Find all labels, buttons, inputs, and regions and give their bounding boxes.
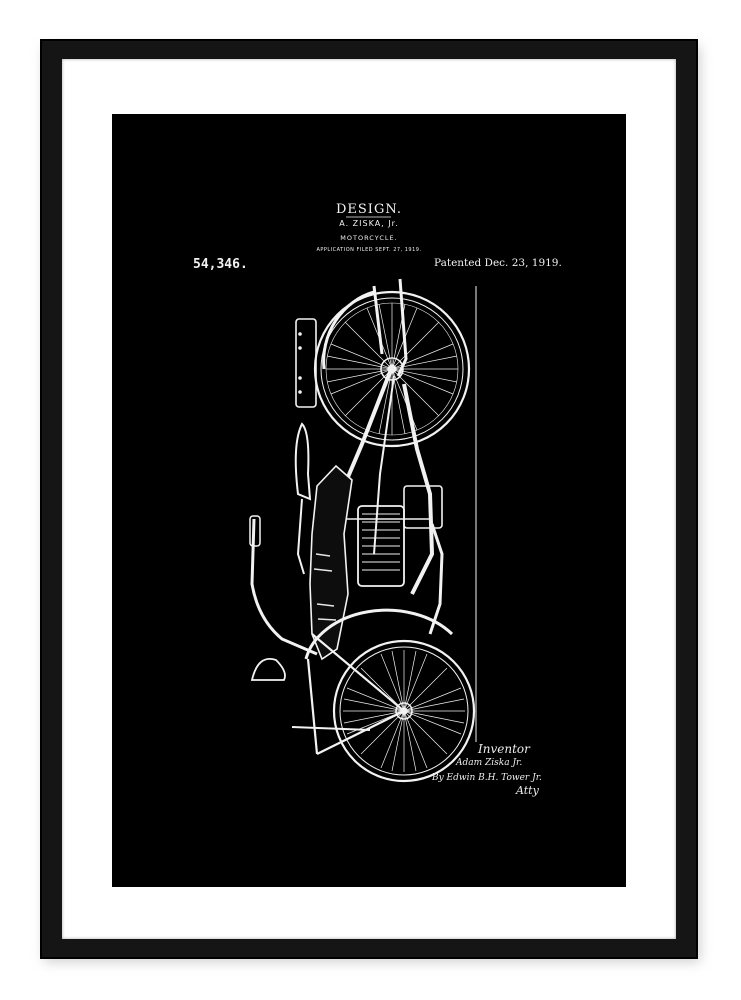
- headlamp: [295, 318, 317, 408]
- patent-number: 54,346.: [193, 257, 248, 272]
- signature-attorney: By Edwin B.H. Tower Jr.: [432, 773, 542, 783]
- application-filed: APPLICATION FILED SEPT. 27, 1919.: [316, 247, 422, 253]
- engine-fins: [362, 513, 400, 571]
- front-fork: [372, 278, 408, 377]
- headlamp-bolts: [298, 332, 302, 394]
- motorcycle-drawing: [249, 216, 477, 783]
- handlebar: [250, 518, 318, 656]
- design-heading: DESIGN.: [335, 202, 402, 217]
- footboard: [291, 726, 371, 731]
- mat-board: DESIGN. A. ZISKA, Jr. MOTORCYCLE. APPLIC…: [62, 59, 676, 939]
- front-fender: [322, 290, 375, 370]
- patent-print: DESIGN. A. ZISKA, Jr. MOTORCYCLE. APPLIC…: [112, 114, 626, 887]
- front-wheel: [313, 290, 471, 448]
- signature-inventor-label: Inventor: [478, 742, 530, 756]
- rear-fender: [304, 608, 454, 660]
- rear-frame: [428, 523, 444, 635]
- signature-inventor-name: Adam Ziska Jr.: [456, 758, 523, 768]
- seat-post: [296, 498, 305, 575]
- seat: [294, 422, 312, 501]
- rear-stays: [306, 633, 405, 755]
- patent-subject: MOTORCYCLE.: [340, 234, 398, 242]
- patented-date: Patented Dec. 23, 1919.: [434, 257, 562, 269]
- gearbox: [403, 485, 443, 529]
- picture-frame: DESIGN. A. ZISKA, Jr. MOTORCYCLE. APPLIC…: [40, 39, 698, 959]
- tail-light: [250, 658, 286, 681]
- fuel-tank: [309, 464, 353, 661]
- engine-block: [357, 505, 405, 587]
- tank-shading: [313, 553, 337, 621]
- inventor-name: A. ZISKA, Jr.: [339, 219, 399, 228]
- handlebar-grip: [249, 515, 261, 547]
- signature-atty: Atty: [516, 784, 539, 797]
